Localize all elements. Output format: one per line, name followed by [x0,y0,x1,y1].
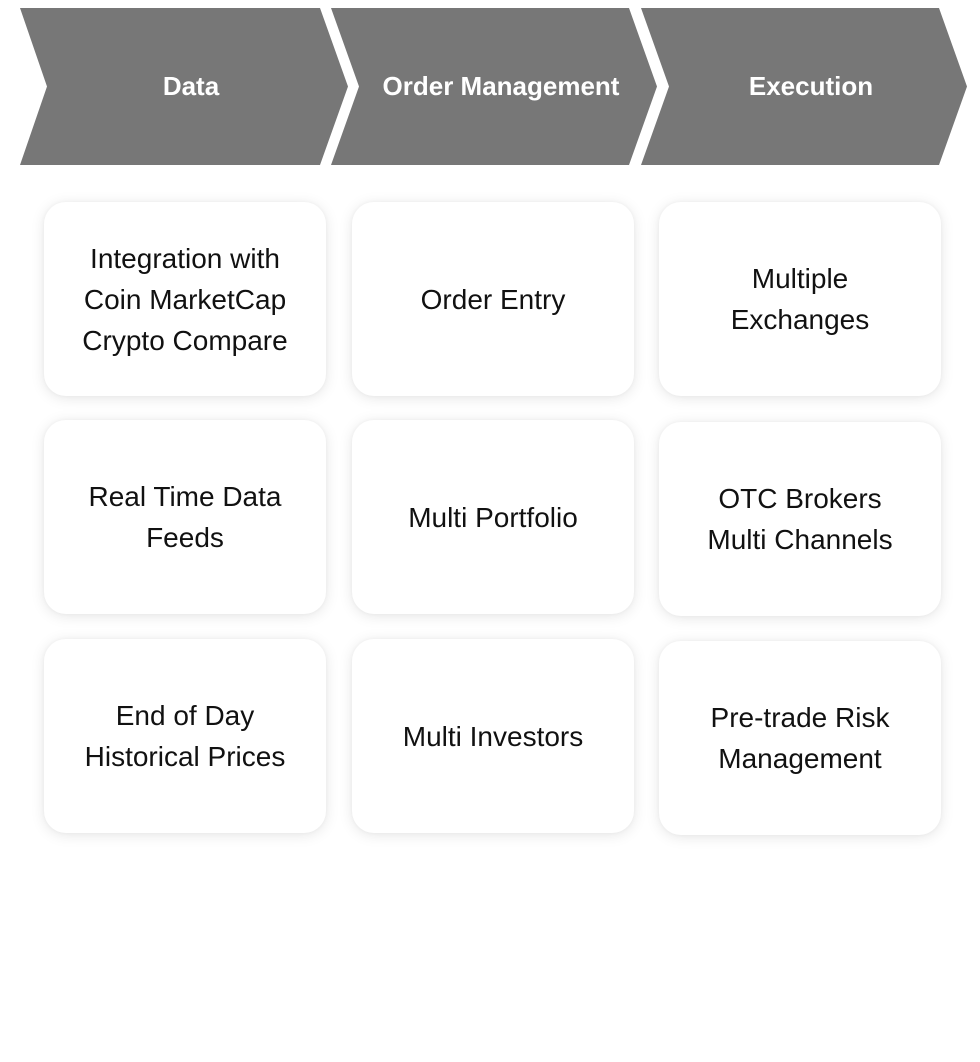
card-text: Order Entry [420,283,566,315]
card-order-investors: Multi Investors [352,639,634,833]
card-text: Integration with Coin MarketCap Crypto C… [82,242,288,356]
card-text: Multiple Exchanges [730,263,870,335]
chevron-data: Data [20,8,348,165]
chevron-label-execution: Execution [748,71,874,101]
chevron-label-data: Data [162,71,220,101]
card-text: Multi Portfolio [408,501,578,533]
card-text: Pre-trade Risk Management [710,702,890,774]
card-data-realtime: Real Time Data Feeds [44,420,326,614]
chevron-order-management: Order Management [331,8,657,165]
card-text: Multi Investors [402,720,584,752]
chevron-label-order-management: Order Management [382,71,620,101]
card-exec-risk: Pre-trade Risk Management [659,641,941,835]
card-text: Real Time Data Feeds [88,481,282,553]
card-text: End of Day Historical Prices [84,700,286,772]
card-order-entry: Order Entry [352,202,634,396]
card-exec-otc: OTC Brokers Multi Channels [659,422,941,616]
card-data-historical: End of Day Historical Prices [44,639,326,833]
card-exec-exchanges: Multiple Exchanges [659,202,941,396]
process-chevron-bar: Data Order Management Execution [0,8,980,165]
chevron-execution: Execution [641,8,967,165]
card-data-integration: Integration with Coin MarketCap Crypto C… [44,202,326,396]
card-text: OTC Brokers Multi Channels [707,483,893,555]
card-order-portfolio: Multi Portfolio [352,420,634,614]
